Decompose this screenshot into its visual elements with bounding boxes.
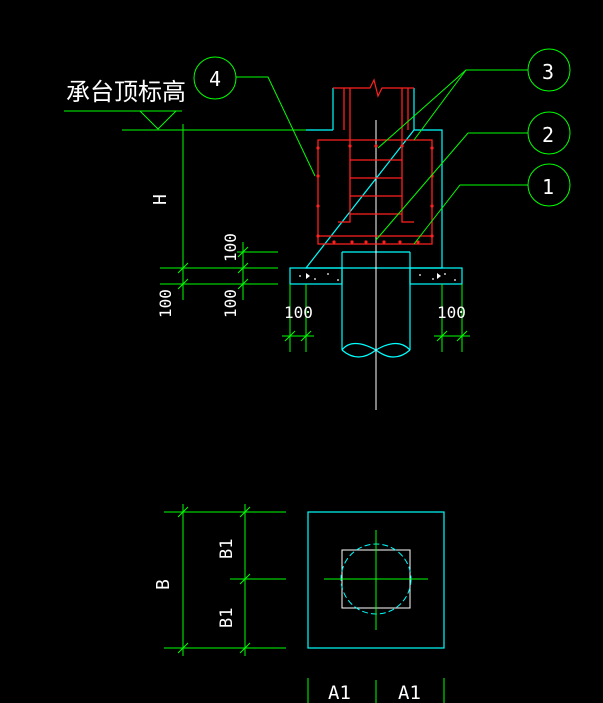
dim-100-left: 100 (284, 303, 313, 322)
callout-1: 1 (527, 163, 571, 207)
callout-3-number: 3 (542, 60, 554, 84)
column-bar-right (401, 88, 414, 223)
elevation-triangle-icon (138, 110, 178, 130)
elevation-label: 承台顶标高 (66, 78, 186, 106)
column-above-cap (332, 78, 415, 130)
column-bar-left (338, 88, 351, 223)
callout-4-number: 4 (209, 67, 221, 91)
plan-view: B B1 B1 A1 A1 (153, 504, 445, 703)
plan-width-dims (164, 504, 286, 656)
plan-length-dims (307, 678, 445, 703)
callout-4: 4 (193, 56, 237, 100)
dim-100-cushion-left: 100 (156, 289, 175, 318)
dim-100-rebar-cover: 100 (221, 233, 240, 262)
rebar-stirrup-outer (317, 139, 433, 245)
plan-half-length-right: A1 (398, 682, 421, 703)
elevation-marker: 承台顶标高 (64, 78, 313, 131)
plan-half-length-left: A1 (328, 682, 351, 703)
plan-half-width-top: B1 (217, 539, 237, 559)
section-view: 承台顶标高 H 100 100 100 (64, 48, 571, 410)
pile (341, 251, 411, 358)
callout-3-leader-b (413, 69, 467, 141)
callout-2: 2 (527, 111, 571, 155)
plan-half-width-bottom: B1 (217, 608, 237, 628)
height-label: H (150, 194, 171, 205)
cushion-hatch-icon (299, 273, 456, 281)
callout-2-leader (375, 132, 528, 241)
rebar-dots (316, 144, 434, 244)
rebar-cage (317, 88, 433, 245)
callout-1-number: 1 (542, 175, 554, 199)
callout-1-leader (413, 184, 528, 245)
height-dimension-chain (160, 124, 278, 300)
cap-plan-outline (307, 511, 445, 649)
callout-2-number: 2 (542, 123, 554, 147)
plan-width-label: B (153, 579, 174, 590)
horizontal-dims (282, 284, 470, 352)
callout-4-leader (236, 76, 316, 177)
dim-100-cushion-right: 100 (221, 289, 240, 318)
break-line-icon (333, 78, 414, 98)
dim-100-right: 100 (437, 303, 466, 322)
callout-3: 3 (527, 48, 571, 92)
callout-leaders (236, 69, 528, 245)
